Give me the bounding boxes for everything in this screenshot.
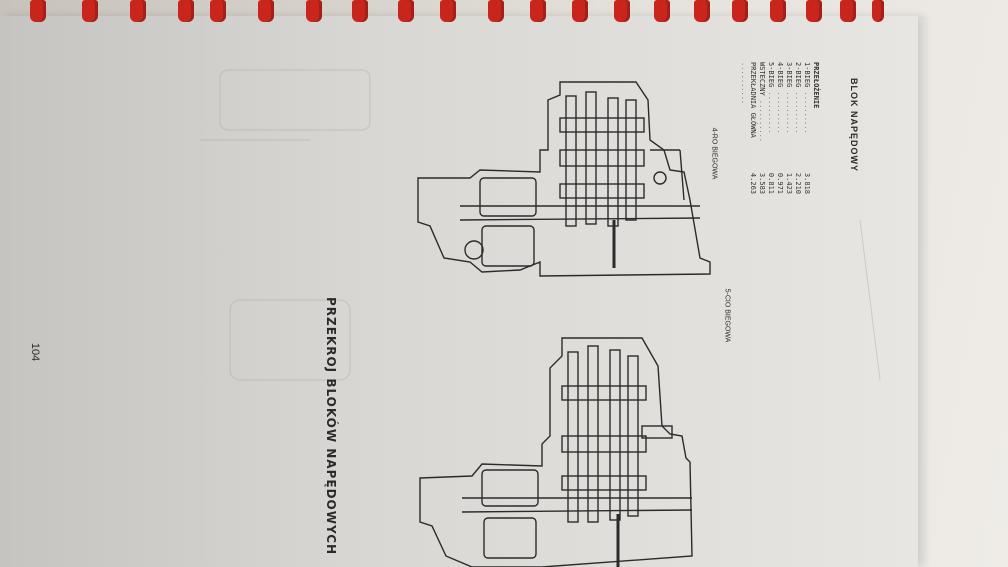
ratio-row: PRZEKŁADNIA GŁÓWNA4.263 bbox=[739, 62, 757, 194]
binding-ring bbox=[440, 0, 456, 22]
gear-label: WSTECZNY bbox=[757, 62, 766, 142]
gear-label: 5-BIEG bbox=[766, 62, 775, 134]
drive-block-heading: BLOK NAPĘDOWY bbox=[849, 78, 859, 172]
ratio-row: 5-BIEG 0.811 bbox=[766, 62, 775, 194]
gear-ratio: 0.811 bbox=[767, 172, 775, 194]
gear-ratio: 4.263 bbox=[749, 172, 757, 194]
binding-ring bbox=[398, 0, 414, 22]
gear-ratio: 2.210 bbox=[794, 172, 802, 194]
gear-label: 1-BIEG bbox=[802, 62, 811, 134]
gear-label: 4-BIEG bbox=[775, 62, 784, 134]
gear-ratio: 3.583 bbox=[758, 172, 766, 194]
binding-ring bbox=[306, 0, 322, 22]
binding-ring bbox=[614, 0, 630, 22]
binding-ring bbox=[488, 0, 504, 22]
ratio-row: WSTECZNY 3.583 bbox=[757, 62, 766, 194]
gear-ratio: 3.818 bbox=[803, 172, 811, 194]
five-speed-caption: 5-CIO BIEGOWA bbox=[723, 288, 731, 343]
binding-ring bbox=[130, 0, 146, 22]
binding-ring bbox=[840, 0, 856, 22]
ratio-row: 2-BIEG 2.210 bbox=[793, 62, 802, 194]
binding-ring bbox=[654, 0, 670, 22]
gear-ratio-table: PRZEŁOŻENIE 1-BIEG 3.818 2-BIEG 2.210 3-BI… bbox=[728, 62, 820, 194]
gear-label: 3-BIEG bbox=[784, 62, 793, 134]
binding-ring bbox=[770, 0, 786, 22]
ratio-table-header: PRZEŁOŻENIE bbox=[812, 62, 820, 109]
four-speed-gearbox-drawing bbox=[417, 81, 711, 277]
page-number: 104 bbox=[29, 342, 42, 362]
binding-ring bbox=[352, 0, 368, 22]
binding-ring bbox=[82, 0, 98, 22]
five-speed-gearbox-drawing bbox=[419, 337, 693, 567]
ratio-row: 4-BIEG 0.971 bbox=[775, 62, 784, 194]
binding-ring bbox=[694, 0, 710, 22]
binding-ring bbox=[872, 0, 884, 22]
gear-ratio: 1.423 bbox=[785, 172, 793, 194]
binding-ring bbox=[806, 0, 822, 22]
page-title: PRZEKROJ BLOKÓW NAPĘDOWYCH bbox=[324, 297, 338, 556]
binding-ring bbox=[572, 0, 588, 22]
ratio-row: 3-BIEG 1.423 bbox=[784, 62, 793, 194]
gear-ratio: 0.971 bbox=[776, 172, 784, 194]
four-speed-caption: 4-RO BIEGOWA bbox=[710, 127, 718, 180]
binding-ring bbox=[30, 0, 46, 22]
ratio-row: 1-BIEG 3.818 bbox=[802, 62, 811, 194]
gear-label: 2-BIEG bbox=[793, 62, 802, 134]
binding-ring bbox=[210, 0, 226, 22]
binding-ring bbox=[258, 0, 274, 22]
binding-ring bbox=[530, 0, 546, 22]
binding-ring bbox=[732, 0, 748, 22]
binding-ring bbox=[178, 0, 194, 22]
gear-label: PRZEKŁADNIA GŁÓWNA bbox=[739, 62, 757, 173]
